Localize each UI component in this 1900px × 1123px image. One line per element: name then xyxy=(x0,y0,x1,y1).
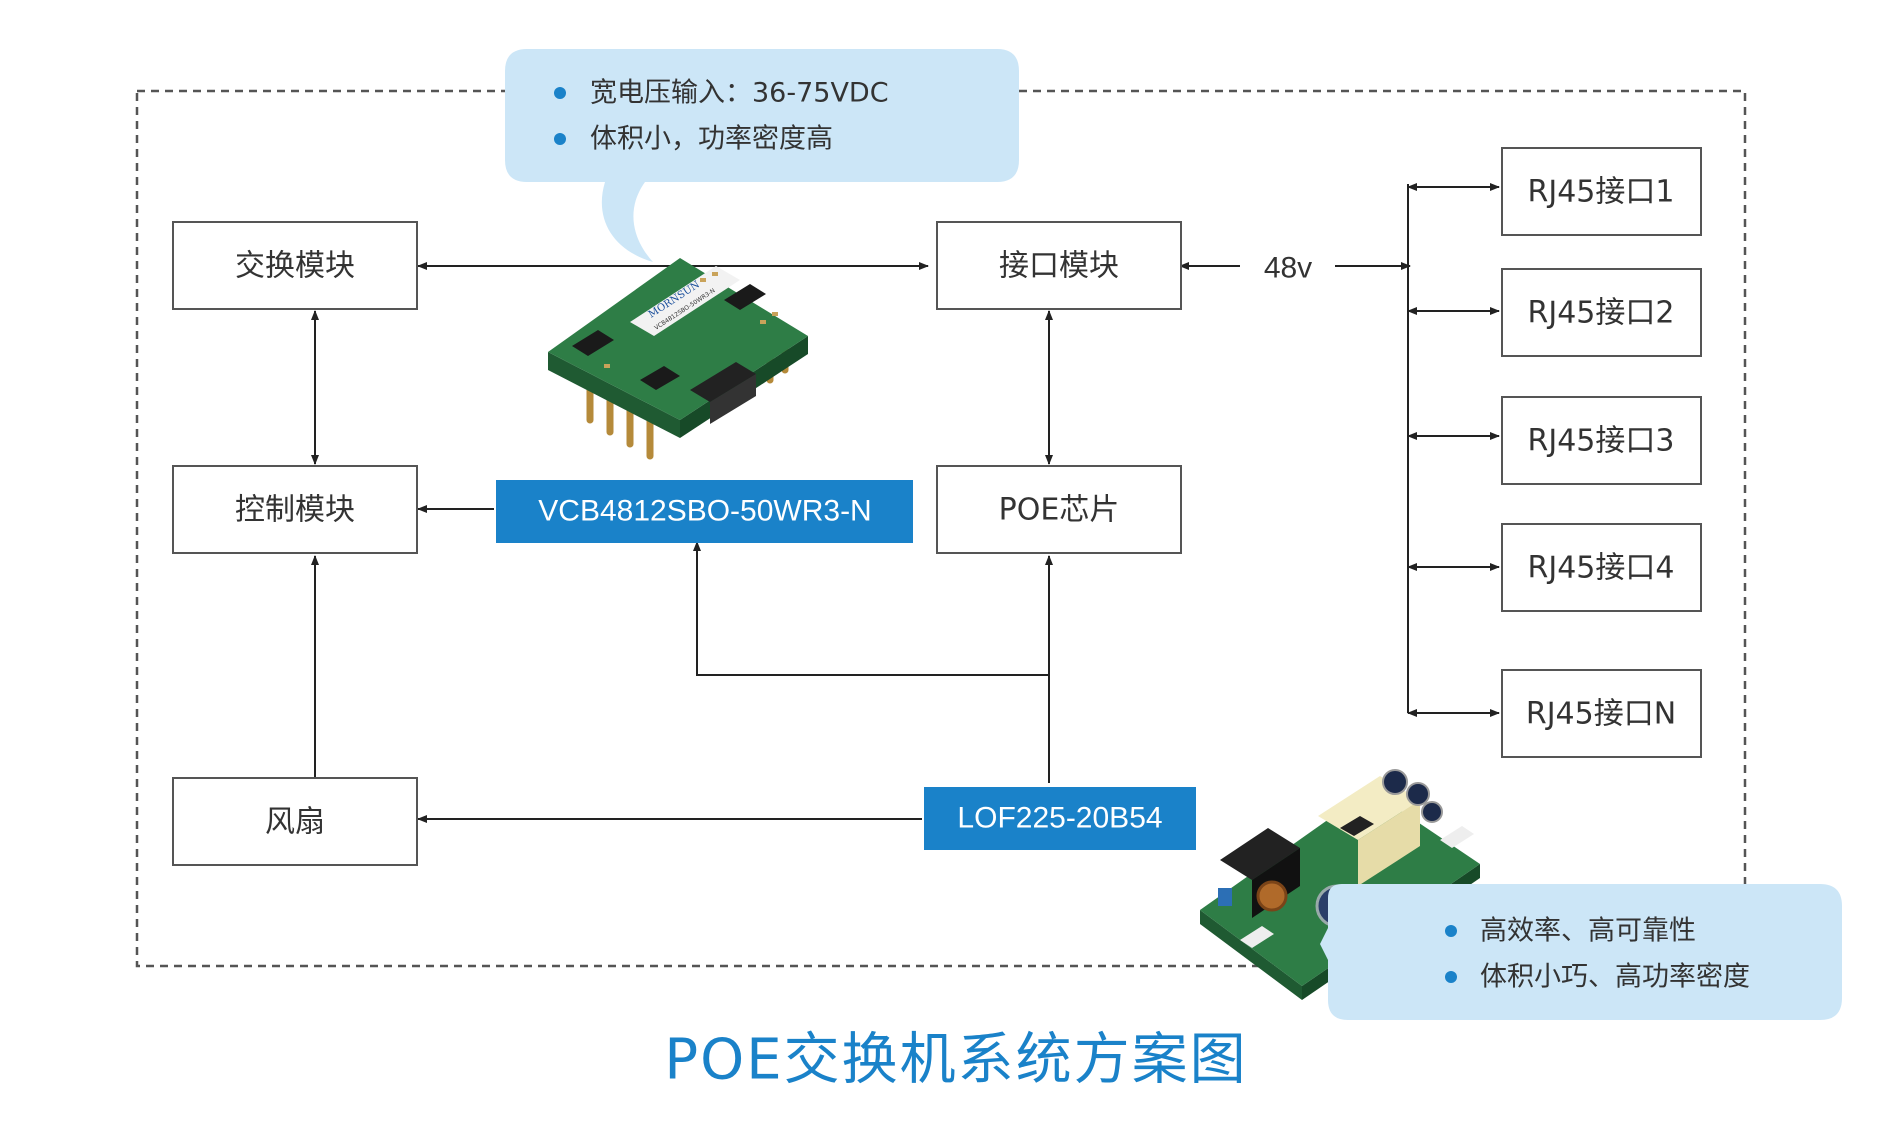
voltage-label: 48v xyxy=(1264,252,1312,285)
callout-dcdc-features: 宽电压输入：36-75VDC 体积小，功率密度高 xyxy=(505,49,1019,262)
bullet-icon xyxy=(554,87,566,99)
product-model-text: LOF225-20B54 xyxy=(957,802,1162,835)
port-label: RJ45接口3 xyxy=(1528,424,1675,459)
block-label: 交换模块 xyxy=(235,249,355,284)
port-label: RJ45接口4 xyxy=(1528,551,1675,586)
port-rj45-2: RJ45接口2 xyxy=(1501,268,1702,357)
port-rj45-1: RJ45接口1 xyxy=(1501,147,1702,236)
port-rj45-n: RJ45接口N xyxy=(1501,669,1702,758)
port-label: RJ45接口2 xyxy=(1528,296,1675,331)
diagram-title: POE交换机系统方案图 xyxy=(664,1028,1247,1093)
connections xyxy=(311,183,1500,823)
bullet-icon xyxy=(1445,971,1457,983)
product-label-dcdc: VCB4812SBO-50WR3-N xyxy=(496,480,913,543)
bullet-icon xyxy=(1445,925,1457,937)
link-acdc-dcdc xyxy=(693,541,1049,676)
callout-bullet-text: 宽电压输入：36-75VDC xyxy=(590,78,889,109)
port-label: RJ45接口1 xyxy=(1528,175,1675,210)
port-label: RJ45接口N xyxy=(1526,697,1676,732)
callout-acdc-features: 高效率、高可靠性 体积小巧、高功率密度 xyxy=(1320,884,1842,1020)
block-switch-module: 交换模块 xyxy=(172,221,418,310)
block-label: 控制模块 xyxy=(235,493,355,528)
dcdc-module-image: MORNSUN VCB4812SBO-50WR3-N xyxy=(548,258,808,460)
product-label-acdc: LOF225-20B54 xyxy=(924,787,1196,850)
port-rj45-3: RJ45接口3 xyxy=(1501,396,1702,485)
block-label: POE芯片 xyxy=(999,493,1120,528)
block-label: 接口模块 xyxy=(999,249,1119,284)
block-poe-chip: POE芯片 xyxy=(936,465,1182,554)
block-control-module: 控制模块 xyxy=(172,465,418,554)
product-model-text: VCB4812SBO-50WR3-N xyxy=(538,495,871,528)
block-interface-module: 接口模块 xyxy=(936,221,1182,310)
bullet-icon xyxy=(554,133,566,145)
callout-bullet-text: 高效率、高可靠性 xyxy=(1480,916,1696,947)
callout-bullet-text: 体积小巧、高功率密度 xyxy=(1480,962,1750,993)
port-rj45-4: RJ45接口4 xyxy=(1501,523,1702,612)
block-label: 风扇 xyxy=(265,805,325,840)
callout-bullet-text: 体积小，功率密度高 xyxy=(590,124,833,155)
block-fan: 风扇 xyxy=(172,777,418,866)
